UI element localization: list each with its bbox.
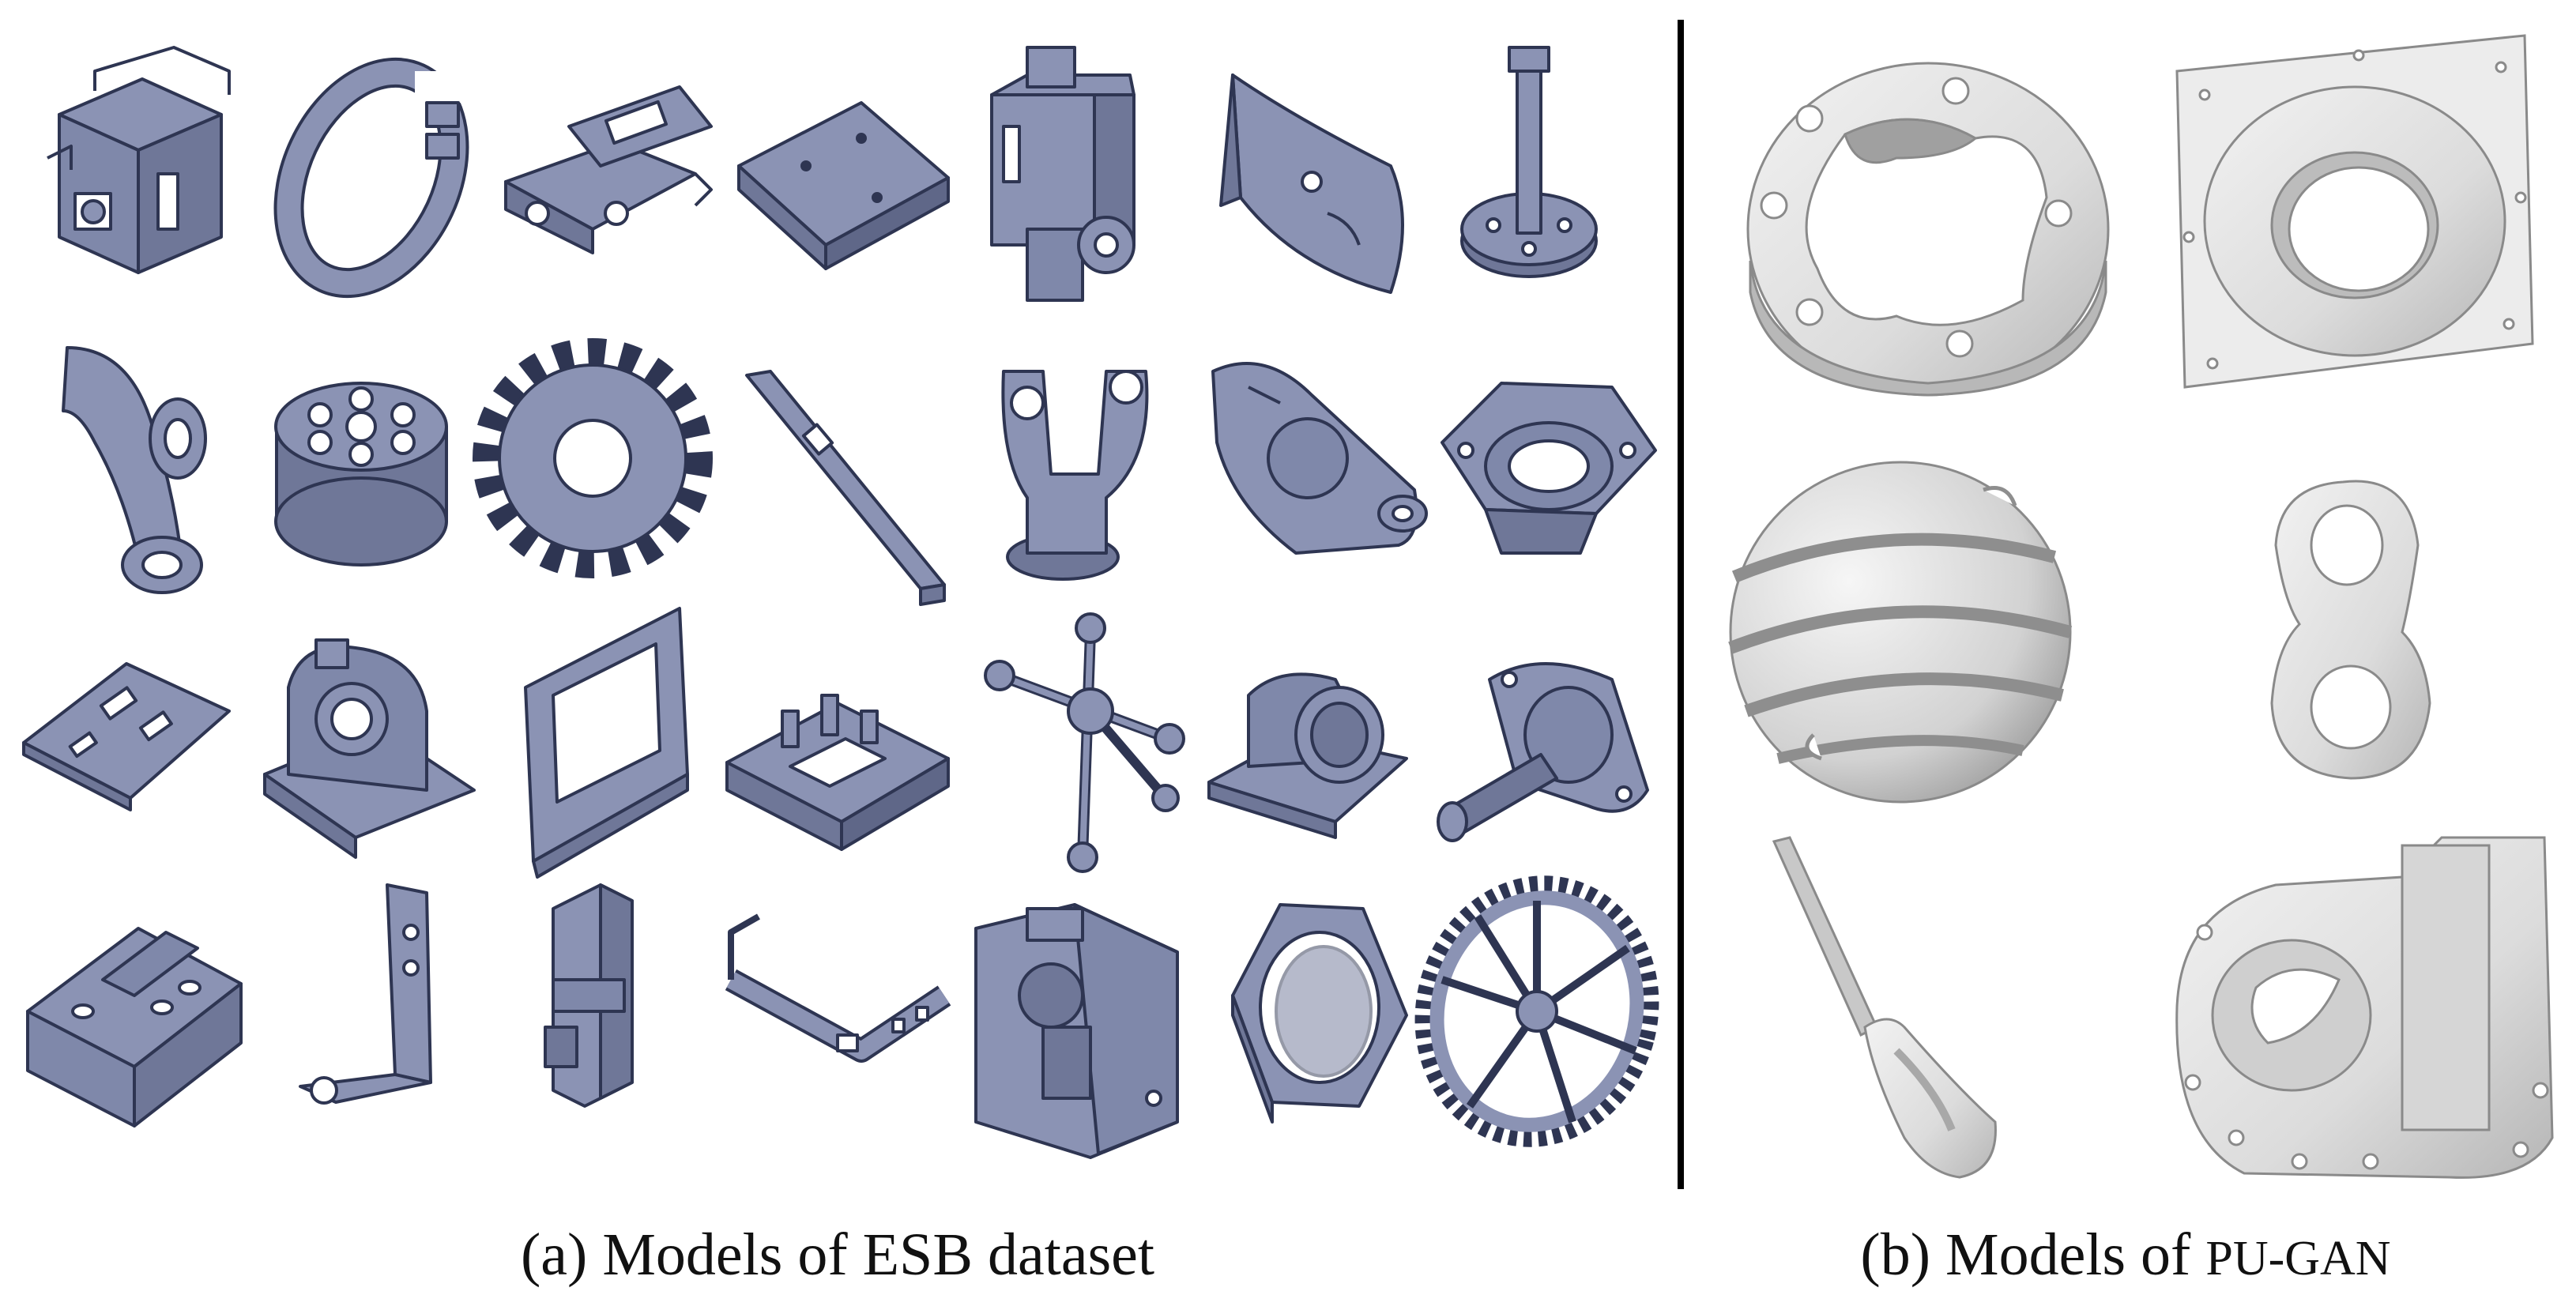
perforated-cylinder <box>274 382 448 567</box>
flat-plate <box>737 101 950 270</box>
camera-box-part <box>47 46 231 274</box>
casing-tray <box>725 694 950 851</box>
valve-body <box>990 46 1135 302</box>
door-frame <box>524 607 689 879</box>
stepped-block <box>26 927 243 1127</box>
caption-esb-text: (a) Models of ESB dataset <box>520 1222 1155 1288</box>
caption-esb: (a) Models of ESB dataset <box>0 1221 1675 1300</box>
flanged-bowl <box>2175 34 2534 389</box>
flanged-shaft <box>1437 662 1649 842</box>
slotted-block <box>544 883 634 1108</box>
bracket-frame <box>504 85 713 254</box>
lever-arm <box>1211 362 1428 555</box>
yoke-fork <box>1001 370 1149 581</box>
figure-eight-link <box>2270 480 2431 780</box>
sheet-metal-panel <box>22 662 231 811</box>
hex-nut <box>1231 903 1408 1124</box>
pillow-block <box>263 638 476 859</box>
l-bracket <box>299 883 432 1105</box>
open-ring-clip <box>273 57 469 299</box>
caption-pugan-prefix: (b) Models of <box>1860 1222 2191 1288</box>
cam-ring <box>1746 62 2110 397</box>
screwdriver <box>1772 836 1997 1179</box>
elbow-pipe <box>62 346 207 594</box>
sheet-enclosure <box>725 913 951 1063</box>
curved-guard <box>1219 73 1404 294</box>
cut-block <box>974 903 1179 1159</box>
spoked-gear-wheel <box>1414 875 1659 1147</box>
pipe-bracket <box>1207 672 1408 839</box>
caption-pugan-name: PU-GAN <box>2205 1232 2391 1286</box>
handwheel-spokes <box>984 612 1185 873</box>
spindle-flange <box>1460 46 1598 278</box>
grooved-sphere <box>1728 461 2073 804</box>
bearing-housing <box>1441 382 1657 555</box>
perforated-strip <box>745 370 946 606</box>
spur-gear <box>473 338 713 578</box>
caption-pugan: (b) Models of PU-GAN <box>1675 1221 2576 1300</box>
cover-housing <box>2175 836 2554 1179</box>
